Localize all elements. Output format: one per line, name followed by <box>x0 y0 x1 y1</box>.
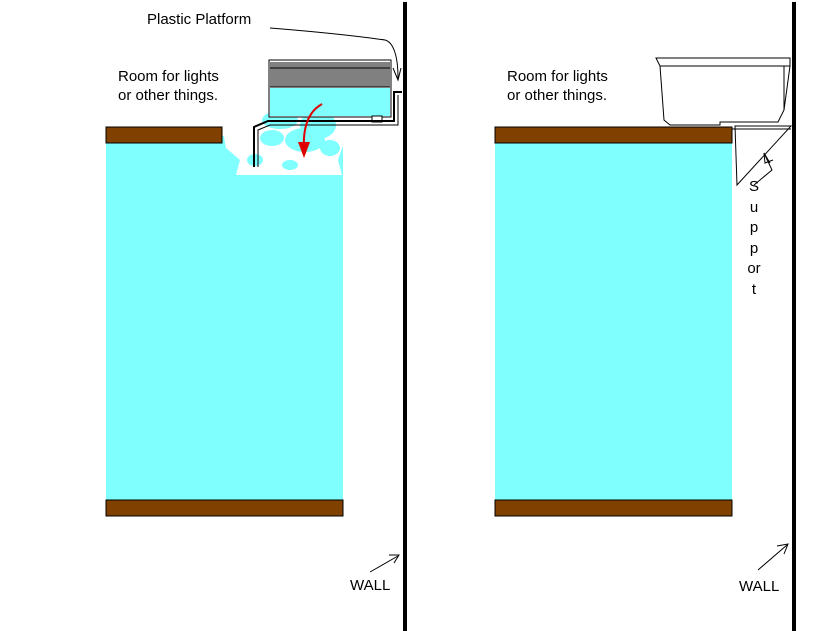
left-tank-top-trim <box>105 126 223 144</box>
right-wall-label: WALL <box>739 578 780 595</box>
right-tank-bottom-trim <box>494 499 733 517</box>
right-wall-leader-arrowhead <box>776 543 789 555</box>
platform-label: Plastic Platform <box>147 11 252 28</box>
left-room-label-line1: Room for lights <box>118 68 219 85</box>
right-plastic-platform <box>655 57 791 126</box>
left-wall-leader <box>369 555 399 573</box>
left-tank-water <box>106 136 343 503</box>
support-leader-arrowhead <box>763 152 774 164</box>
platform-leader-arrowhead <box>392 67 402 82</box>
right-wall-leader <box>757 544 788 571</box>
plastic-platform <box>268 59 392 123</box>
support-bracket <box>734 125 793 187</box>
left-tank-bottom-trim <box>105 499 344 517</box>
platform-leader-line <box>269 27 399 79</box>
left-wall-label: WALL <box>350 577 391 594</box>
right-tank-water <box>495 136 732 503</box>
left-hang-on-pipe <box>253 91 402 167</box>
left-wall-leader-arrowhead <box>389 554 400 564</box>
right-room-label-line2: or other things. <box>507 87 608 104</box>
support-label: Support <box>747 178 761 298</box>
flow-arrow <box>298 103 323 158</box>
left-hang-on-pipe-inner <box>257 95 399 167</box>
left-room-label-line2: or other things. <box>118 87 219 104</box>
right-room-label-line1: Room for lights <box>507 68 608 85</box>
right-tank-top-trim <box>494 126 733 144</box>
